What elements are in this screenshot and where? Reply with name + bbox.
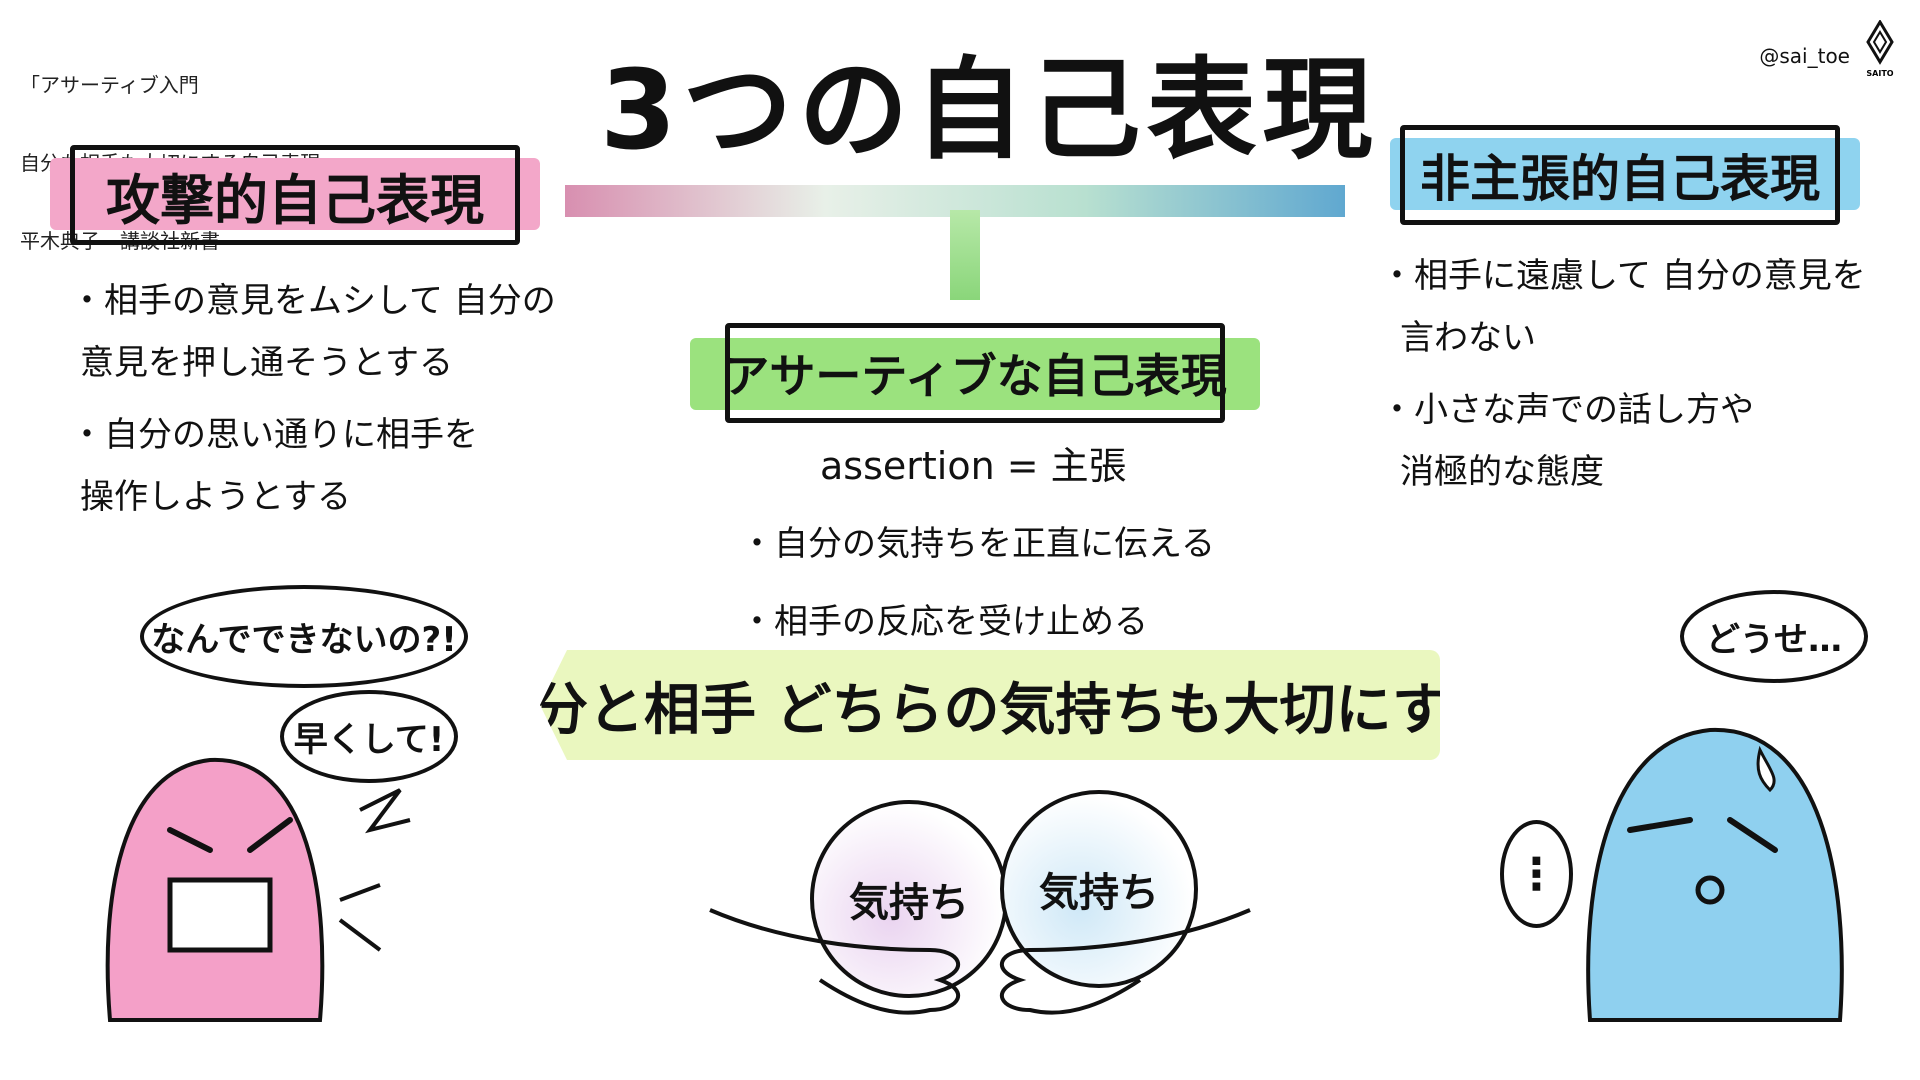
thought-text-passive: どうせ… — [1706, 612, 1842, 661]
assertive-heading: アサーティブな自己表現 — [725, 323, 1225, 423]
holding-hands — [700, 880, 1260, 1040]
passive-bullet-2a: ・小さな声での話し方や — [1380, 379, 1866, 441]
assertive-bullet-1: ・自分の気持ちを正直に伝える — [740, 505, 1215, 583]
logo-text: SAITO — [1866, 69, 1893, 78]
saito-logo: SAITO — [1860, 20, 1900, 80]
aggressive-bullet-2a: ・自分の思い通りに相手を — [70, 404, 556, 466]
speech-text-angry-1: なんでできないの?! — [151, 612, 457, 661]
thought-bubble-passive: どうせ… — [1680, 590, 1868, 683]
source-line-1: 「アサーティブ入門 — [20, 72, 340, 98]
speech-bubble-angry-1: なんでできないの?! — [140, 585, 468, 688]
ellipsis-text: ⋮ — [1515, 849, 1559, 900]
connector-stem — [950, 210, 980, 300]
aggressive-bullet-1a: ・相手の意見をムシして 自分の — [70, 270, 556, 332]
passive-heading: 非主張的自己表現 — [1400, 125, 1840, 225]
passive-character — [1560, 680, 1880, 1030]
aggressive-bullet-2b: 操作しようとする — [70, 466, 556, 528]
aggressive-heading: 攻撃的自己表現 — [70, 145, 520, 245]
assertive-bullets: ・自分の気持ちを正直に伝える ・相手の反応を受け止める — [740, 505, 1215, 661]
assertion-definition: assertion = 主張 — [820, 435, 1127, 490]
passive-bullet-1a: ・相手に遠慮して 自分の意見を — [1380, 245, 1866, 307]
passive-bullet-2b: 消極的な態度 — [1380, 441, 1866, 503]
aggressive-bullets: ・相手の意見をムシして 自分の 意見を押し通そうとする ・自分の思い通りに相手を… — [70, 270, 556, 528]
angry-character — [60, 700, 420, 1030]
author-credit: @sai_toe — [1759, 44, 1850, 68]
passive-bullet-1b: 言わない — [1380, 307, 1866, 369]
passive-heading-block: 非主張的自己表現 — [1380, 120, 1860, 230]
passive-bullets: ・相手に遠慮して 自分の意見を 言わない ・小さな声での話し方や 消極的な態度 — [1380, 245, 1866, 503]
aggressive-heading-block: 攻撃的自己表現 — [50, 140, 540, 250]
page-title: 3つの自己表現 — [600, 20, 1379, 180]
assertive-heading-block: アサーティブな自己表現 — [690, 320, 1260, 430]
key-message-banner: 自分と相手 どちらの気持ちも大切にする — [540, 650, 1440, 760]
assertive-bullet-2: ・相手の反応を受け止める — [740, 583, 1215, 661]
aggressive-bullet-1b: 意見を押し通そうとする — [70, 332, 556, 394]
